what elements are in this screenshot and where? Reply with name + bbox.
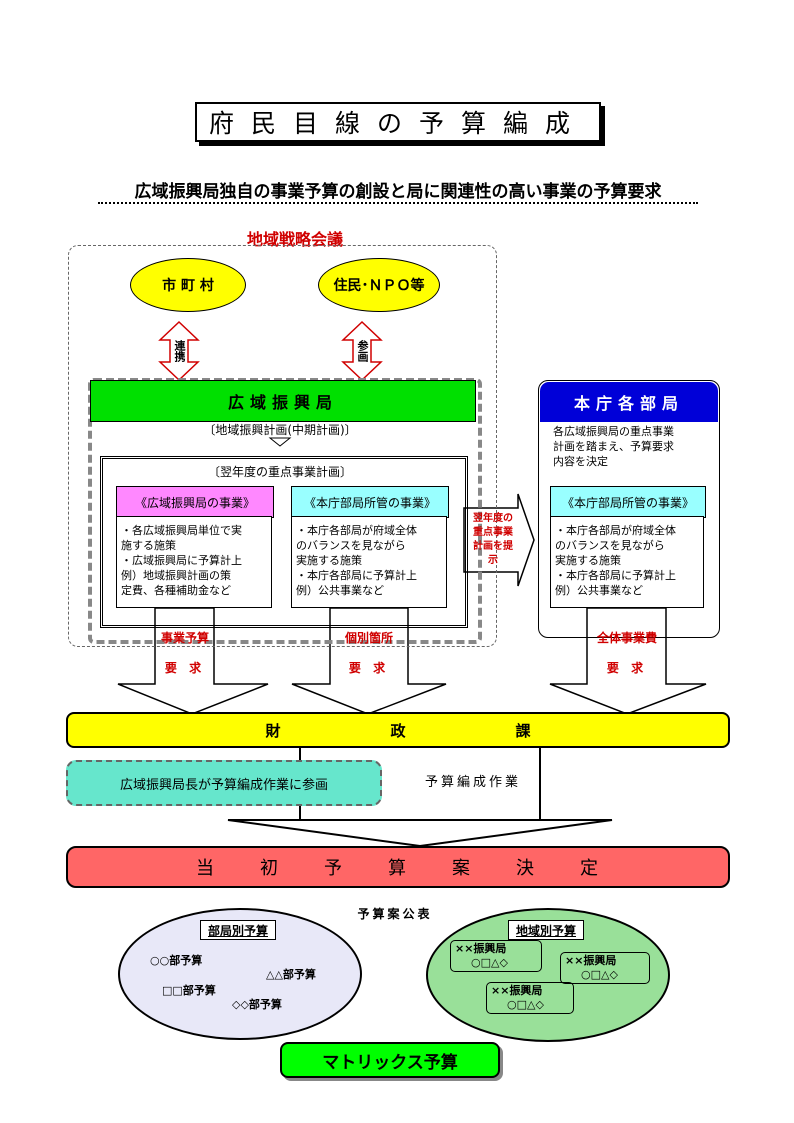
request-arrow-2 [291,607,447,715]
decision-char: 決 [516,858,536,879]
participation-box: 広域振興局長が予算編成作業に参画 [66,760,382,806]
hq-dept-line: ・本庁各部局が府域全体 [555,524,676,537]
hq-projects-body: ・本庁各部局が府域全体 のバランスを見ながら 実施する施策 ・本庁各部局に予算計… [291,516,447,608]
region-entry-value: ○□△◇ [581,968,618,981]
link-label: 連携 [173,340,186,362]
hq-line: 実施する施策 [296,554,362,567]
region-budget-entry: ××振興局 ○□△◇ [560,952,650,984]
region-budget-entry: ××振興局 ○□△◇ [486,982,574,1014]
municipality-label: 市 町 村 [162,278,214,294]
request-sub-1: 要 求 [164,660,206,675]
finance-char: 財 [265,721,281,740]
hq-departments-frame [538,380,720,638]
request-sub-2: 要 求 [348,660,390,675]
request-label-2: 個別箇所 [344,630,393,645]
request-sub-3: 要 求 [606,660,648,675]
region-entry-name: ××振興局 [565,954,617,967]
budget-decision-bar: 当 初 予 算 案 決 定 [66,846,730,888]
bureau-line: 例）地域振興計画の策 [121,569,231,582]
hq-desc-line: 計画を踏まえ、予算要求 [553,440,674,453]
request-arrow-3 [549,607,707,715]
hq-dept-projects-body: ・本庁各部局が府域全体 のバランスを見ながら 実施する施策 ・本庁各部局に予算計… [550,516,704,608]
request-label-3: 全体事業費 [596,630,657,645]
request-label-1: 事業予算 [160,630,209,645]
hq-line: ・本庁各部局に予算計上 [296,569,417,582]
finance-char: 課 [515,721,531,740]
next-year-plan-label: 〔翌年度の重点事業計画〕 [207,464,352,479]
region-budget-tag: 地域別予算 [508,920,584,940]
hq-line: のバランスを見ながら [296,539,406,552]
hq-departments-description: 各広域振興局の重点事業 計画を踏まえ、予算要求 内容を決定 [553,424,713,472]
title-box: 府民目線の予算編成 [195,102,601,142]
matrix-budget-box: マトリックス予算 [280,1042,500,1078]
dept-budget-item: □□部予算 [162,984,216,997]
bureau-line: ・広域振興局に予算計上 [121,554,242,567]
dept-budget-tag: 部局別予算 [200,920,276,940]
region-budget-entry: ××振興局 ○□△◇ [450,940,542,972]
decision-char: 当 [196,858,216,879]
dept-budget-item: △△部予算 [266,968,316,981]
residents-label: 住民･ＮＰＯ等 [333,278,425,294]
small-down-triangle [268,437,292,447]
municipality-ellipse: 市 町 村 [130,258,246,312]
publication-label: 予算案公表 [357,906,433,921]
submit-line: 示 [488,555,498,566]
hq-dept-projects-head: 《本庁部局所管の事業》 [550,486,706,518]
hq-dept-line: 例）公共事業など [555,584,643,597]
regional-bureau-title: 広域振興局 [90,380,476,422]
funnel-arrow [227,819,613,848]
hq-desc-line: 内容を決定 [553,455,608,468]
page-title: 府民目線の予算編成 [208,109,587,138]
decision-char: 初 [260,858,280,879]
submit-line: 計画を提 [473,541,513,552]
submit-line: 翌年度の [473,513,513,524]
bureau-line: 施する施策 [121,539,176,552]
participate-label: 参画 [356,340,369,362]
hq-departments-title: 本庁各部局 [540,382,718,422]
region-entry-value: ○□△◇ [471,956,508,969]
decision-char: 算 [388,858,408,879]
midterm-plan-label: 〔地域振興計画(中期計画)〕 [203,422,357,437]
decision-char: 案 [452,858,472,879]
region-entry-name: ××振興局 [491,984,543,997]
finance-division-bar: 財 政 課 [66,712,730,748]
bureau-line: 定費、各種補助金など [121,584,231,597]
bureau-projects-head: 《広域振興局の事業》 [116,486,274,518]
hq-dept-line: のバランスを見ながら [555,539,665,552]
decision-char: 予 [324,858,344,879]
subtitle: 広域振興局独自の事業予算の創設と局に関連性の高い事業の予算要求 [98,176,698,204]
submit-line: 重点事業 [473,527,513,538]
bureau-projects-body: ・各広域振興局単位で実 施する施策 ・広域振興局に予算計上 例）地域振興計画の策… [116,516,272,608]
region-entry-name: ××振興局 [455,942,507,955]
region-entry-value: ○□△◇ [507,998,544,1011]
council-label: 地域戦略会議 [246,230,343,249]
hq-projects-head: 《本庁部局所管の事業》 [291,486,449,518]
hq-dept-line: 実施する施策 [555,554,621,567]
request-arrow-1 [117,607,269,715]
residents-ellipse: 住民･ＮＰＯ等 [318,258,440,312]
council-frame [68,245,497,647]
hq-line: 例）公共事業など [296,584,384,597]
finance-char: 政 [390,721,406,740]
bureau-line: ・各広域振興局単位で実 [121,524,242,537]
hq-desc-line: 各広域振興局の重点事業 [553,425,674,438]
submit-arrow-label: 翌年度の 重点事業 計画を提 示 [466,512,520,572]
dept-budget-item: ○○部予算 [150,954,203,967]
decision-char: 定 [580,858,600,879]
dept-budget-item: ◇◇部予算 [232,998,282,1011]
budget-work-label: 予算編成作業 [424,774,521,790]
hq-dept-line: ・本庁各部局に予算計上 [555,569,676,582]
next-year-plan-frame [100,456,468,628]
hq-line: ・本庁各部局が府域全体 [296,524,417,537]
